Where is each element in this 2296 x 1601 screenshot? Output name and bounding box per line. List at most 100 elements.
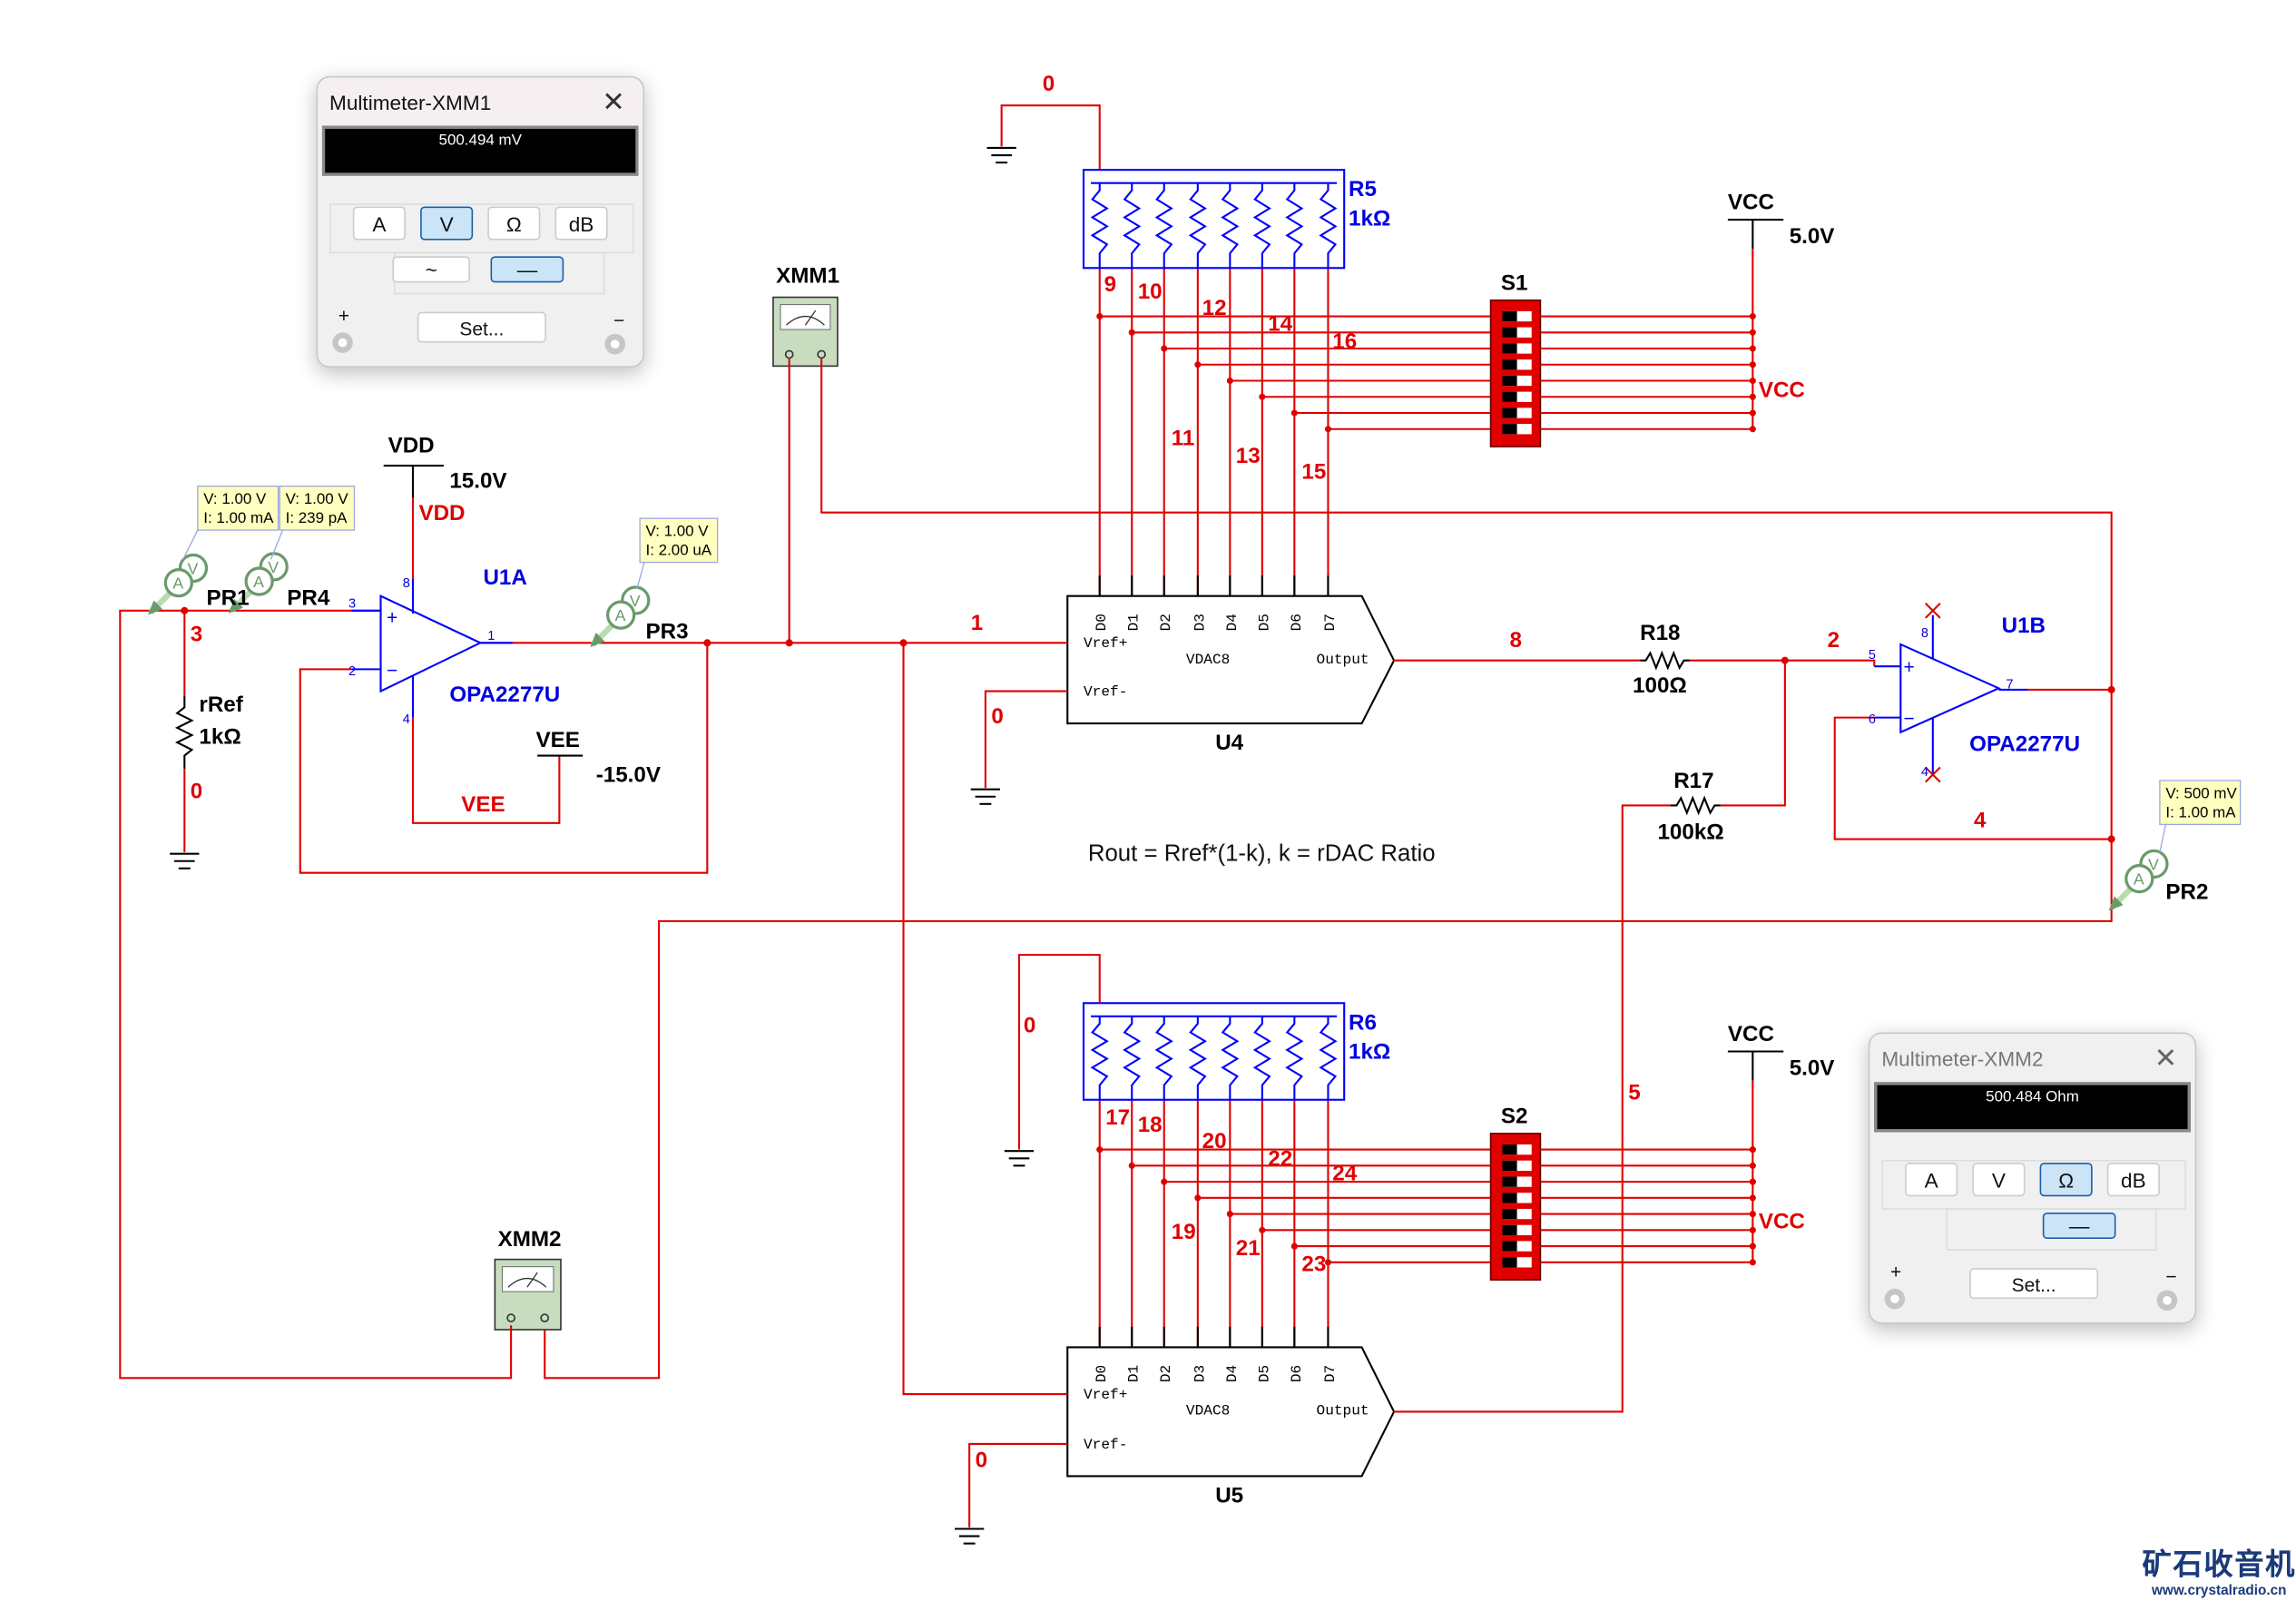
net-label: 22 xyxy=(1268,1146,1292,1171)
net-label: 10 xyxy=(1138,280,1163,304)
xmm1-set-button[interactable]: Set... xyxy=(417,311,546,343)
switch-toggle xyxy=(1502,391,1517,402)
xmm1-window[interactable]: Multimeter-XMM1 ✕ 500.494 mV A V Ω dB ~ … xyxy=(316,75,644,368)
net-label: 20 xyxy=(1202,1129,1227,1154)
xmm1-ac-button[interactable]: ~ xyxy=(392,256,470,283)
pr3-tooltip: V: 1.00 VI: 2.00 uA xyxy=(636,517,719,589)
xmm2-ohmmeter-button[interactable]: Ω xyxy=(2039,1163,2093,1197)
xmm1-dc-button[interactable]: — xyxy=(490,256,564,283)
r17-resistor[interactable] xyxy=(1671,795,1721,816)
s2-dip-switch[interactable] xyxy=(1489,1133,1542,1282)
vdd-name: VDD xyxy=(388,434,435,458)
pr4-label: PR4 xyxy=(287,585,330,610)
s1-dip-switch[interactable] xyxy=(1489,299,1542,447)
close-icon[interactable]: ✕ xyxy=(602,87,625,119)
junction-dot xyxy=(1161,345,1168,352)
r5-name: R5 xyxy=(1349,177,1377,201)
net-label: 11 xyxy=(1172,427,1195,451)
junction-dot xyxy=(1226,377,1233,385)
junction-dot xyxy=(1194,361,1202,368)
net-label: 0 xyxy=(191,779,202,803)
svg-text:I: 1.00 mA: I: 1.00 mA xyxy=(203,509,274,526)
net-label: 4 xyxy=(1974,809,1987,833)
pin-number: 1 xyxy=(487,629,495,643)
junction-dot xyxy=(1259,393,1266,400)
xmm2-db-button[interactable]: dB xyxy=(2106,1163,2160,1197)
switch-toggle xyxy=(1502,1224,1517,1235)
wire-xmm1-minus xyxy=(544,359,2113,1380)
net-label: 21 xyxy=(1236,1236,1261,1261)
xmm1-plus-terminal[interactable] xyxy=(332,332,353,353)
net-label: 19 xyxy=(1172,1220,1196,1244)
wire-u1a-feedback xyxy=(299,643,709,874)
u5-vdac8[interactable] xyxy=(1066,1346,1396,1478)
net-label: 23 xyxy=(1301,1252,1326,1277)
probe-tip xyxy=(590,633,605,648)
switch-toggle xyxy=(1502,1257,1517,1268)
xmm1-db-button[interactable]: dB xyxy=(554,206,608,241)
dac-pin-label: D0 xyxy=(1094,1365,1110,1382)
svg-text:V: 500 mV: V: 500 mV xyxy=(2165,784,2237,801)
u1b-opamp[interactable] xyxy=(1899,643,2001,734)
probe-a-glyph: A xyxy=(253,573,264,591)
u5-label: U5 xyxy=(1215,1483,1243,1508)
xmm1-ammeter-button[interactable]: A xyxy=(352,206,406,241)
wire-u4-vrefm xyxy=(984,690,1068,789)
xmm1-titlebar[interactable]: Multimeter-XMM1 xyxy=(318,77,643,126)
svg-text:V: 1.00 V: V: 1.00 V xyxy=(646,523,710,540)
current-circle xyxy=(244,566,274,596)
u5-output-pin: Output xyxy=(1317,1403,1369,1419)
pin-number: 8 xyxy=(1921,626,1928,641)
dac-pin-label: D3 xyxy=(1192,614,1208,631)
xmm2-instrument[interactable] xyxy=(494,1258,562,1331)
resistor-element xyxy=(1221,1016,1240,1100)
xmm1-instrument[interactable] xyxy=(772,296,839,368)
dac-pin-label: D2 xyxy=(1158,1365,1174,1382)
close-icon[interactable]: ✕ xyxy=(2154,1044,2178,1076)
xmm1-minus-terminal[interactable] xyxy=(604,333,625,355)
r18-value: 100Ω xyxy=(1633,673,1687,698)
r5-resistor-pack[interactable] xyxy=(1082,169,1346,270)
junction-dot xyxy=(1259,1226,1266,1233)
wire-net-4 xyxy=(1833,716,2112,840)
u1a-opamp[interactable] xyxy=(379,594,483,693)
xmm2-titlebar[interactable]: Multimeter-XMM2 xyxy=(1869,1034,2195,1083)
rref-resistor[interactable] xyxy=(174,695,194,770)
vee-value: -15.0V xyxy=(596,763,661,788)
pin-number: 4 xyxy=(403,712,410,727)
net-label: 0 xyxy=(1043,72,1055,96)
xmm2-voltmeter-button[interactable]: V xyxy=(1972,1163,2026,1197)
u1a-plus-sign: + xyxy=(387,607,397,628)
dac-pin-label: D5 xyxy=(1256,1365,1272,1382)
svg-text:V: 1.00 V: V: 1.00 V xyxy=(286,490,349,507)
u1a-minus-sign: − xyxy=(387,660,397,681)
ground-icon xyxy=(1004,1150,1035,1167)
switch-toggle xyxy=(1502,343,1517,354)
r6-resistor-pack[interactable] xyxy=(1082,1002,1346,1101)
pin-number: 4 xyxy=(1921,765,1928,780)
xmm2-plus-terminal[interactable] xyxy=(1884,1288,1906,1310)
dac-pin-label: D7 xyxy=(1322,1365,1339,1382)
r18-resistor[interactable] xyxy=(1640,650,1690,671)
xmm2-set-button[interactable]: Set... xyxy=(1969,1268,2099,1300)
xmm2-dc-button[interactable]: — xyxy=(2042,1212,2116,1240)
pr4-probe-icon: VA xyxy=(228,552,289,614)
switch-toggle xyxy=(1502,1193,1517,1203)
xmm2-minus-terminal[interactable] xyxy=(2156,1290,2178,1311)
xmm1-ohmmeter-button[interactable]: Ω xyxy=(487,206,541,241)
pin-number: 6 xyxy=(1869,712,1876,727)
switch-toggle xyxy=(1502,327,1517,338)
xmm2-ammeter-button[interactable]: A xyxy=(1905,1163,1958,1197)
pr1-probe-icon: VA xyxy=(147,553,209,615)
xmm1-voltmeter-button[interactable]: V xyxy=(420,206,474,241)
logo-chinese-text: 矿石收音机 xyxy=(2142,1549,2296,1582)
current-circle xyxy=(605,600,636,630)
xmm2-window[interactable]: Multimeter-XMM2 ✕ 500.484 Ohm A V Ω dB —… xyxy=(1868,1032,2197,1324)
r18-name: R18 xyxy=(1640,621,1680,645)
switch-body xyxy=(1489,1133,1542,1282)
probe-tip xyxy=(147,600,163,615)
u4-vdac8[interactable] xyxy=(1066,594,1396,725)
resistor-element xyxy=(1090,1016,1109,1100)
pr3-label: PR3 xyxy=(646,619,689,643)
